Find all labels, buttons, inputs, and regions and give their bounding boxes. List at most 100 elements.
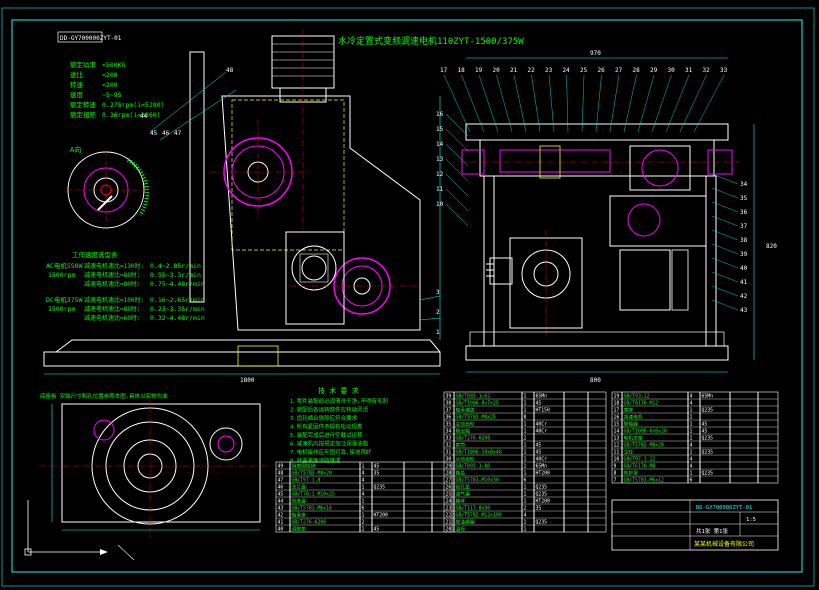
tech-line: 2.装配后各运转部件应转动灵活 [290,406,369,414]
table-cell: 45 [536,450,542,456]
part-number: 16 [436,111,444,118]
table-cell: 1 [690,450,693,456]
part-number: 25 [580,67,588,74]
table-cell: Q235 [702,471,714,477]
part-number: 24 [563,67,571,74]
speed-row-value: 0.75~4.48r/min [150,280,205,288]
table-cell: Q235 [536,485,548,491]
table-cell: 1 [690,471,693,477]
speed-heading: 工作速度选型表 [72,250,118,259]
table-cell: 17 [614,408,620,414]
callout-label: 46 [162,130,170,137]
table-cell: GB/T97.1-8 [292,478,321,484]
table-cell: GB/T5783-M6x12 [624,478,665,484]
table-cell: 通气塞 [456,491,471,498]
part-number: 33 [720,67,728,74]
table-cell: 4 [362,471,365,477]
table-cell: 11 [614,450,620,456]
tech-line: 7.电机接线应牢固可靠,接地良好 [290,448,372,456]
table-cell: 40Cr [536,429,548,435]
speed-row-value: 0.4~2.85r/min [150,262,201,270]
table-cell: GB/T1096-10x8x40 [456,450,502,456]
table-cell: 19 [614,394,620,400]
table-cell: 轴承座 [292,512,307,519]
table-cell: GB/T893.1-80 [456,464,491,470]
table-cell: Q235 [536,492,548,498]
spec-value: <200 [102,81,118,89]
table-cell: 8 [524,415,527,421]
table-cell: 37 [446,408,452,414]
table-cell: 43 [278,506,284,512]
table-cell: 输出轴 [456,428,471,435]
table-cell: 34 [446,429,452,435]
table-cell: HT200 [536,499,551,505]
part-number: 2 [436,309,440,316]
table-cell: 6 [524,478,527,484]
table-cell: 4 [362,492,365,498]
spec-label: 速比 [70,70,84,79]
table-cell: 1 [524,408,527,414]
part-number: 34 [740,181,748,188]
table-cell: 防护罩 [624,470,639,477]
title-tag-box [57,31,103,43]
front-view [439,57,755,373]
table-cell: GB/T93-12 [624,394,650,400]
table-cell: Q235 [374,485,386,491]
table-cell: 45 [278,492,284,498]
table-cell: 1 [524,492,527,498]
dim-side-width: 1800 [240,377,255,384]
table-cell: 1 [690,436,693,442]
side-view [43,30,441,375]
table-cell: 轴承端盖 [456,407,475,414]
part-number: 10 [436,201,444,208]
table-cell: 1 [362,464,365,470]
spec-value: ~5~95 [102,91,122,99]
part-number: 31 [685,67,693,74]
table-cell: 4 [690,457,693,463]
speed-table: 工作速度选型表 AC电机550W1500rpm减速电机速比=130时:0.4~2… [46,250,205,322]
main-title: 水冷定置式变频调速电机110ZYT-1500/375W [338,35,524,47]
speed-row-value: 0.32~4.48r/min [150,314,205,322]
table-cell: 4 [362,478,365,484]
spec-label: 速度 [70,90,84,99]
part-number: 32 [703,67,711,74]
table-cell: 26 [446,485,452,491]
table-cell: 1 [362,527,365,533]
part-number: 37 [740,223,748,230]
table-cell: 35 [374,471,380,477]
table-cell: 4 [524,513,527,519]
part-number: 41 [740,279,748,286]
speed-row-value: 0.23~3.35r/min [150,305,205,313]
table-cell: 隔离圆柱销 [292,463,316,470]
tech-line: 5.装配完成后进行空载试运转 [290,431,363,439]
table-cell: 1 [524,443,527,449]
table-cell: 底座 [624,407,634,414]
part-number: 43 [740,307,748,314]
title-company: 某某机械设备有限公司 [694,540,754,548]
table-cell: 2 [362,520,365,526]
table-cell: HT150 [536,408,551,414]
table-cell: 1 [524,499,527,505]
spec-value: 0.36rpm(i=3960) [102,111,161,119]
table-cell: 45 [702,422,708,428]
part-number: 27 [615,67,623,74]
table-cell: GB/T1096-8x7x25 [456,401,499,407]
table-cell: 29 [446,464,452,470]
table-cell: 4 [690,443,693,449]
table-cell: 20 [446,527,452,533]
spec-value: <200 [102,71,118,79]
speed-row-key: 减速电机速比=100时: [84,296,144,304]
part-number: 11 [436,186,444,193]
callout-label: 45 [150,130,158,137]
table-cell: 65Mn [536,464,548,470]
table-cell: 1 [524,422,527,428]
part-number: 36 [740,209,748,216]
part-number: 39 [740,251,748,258]
table-cell: 调整垫 [292,526,307,533]
